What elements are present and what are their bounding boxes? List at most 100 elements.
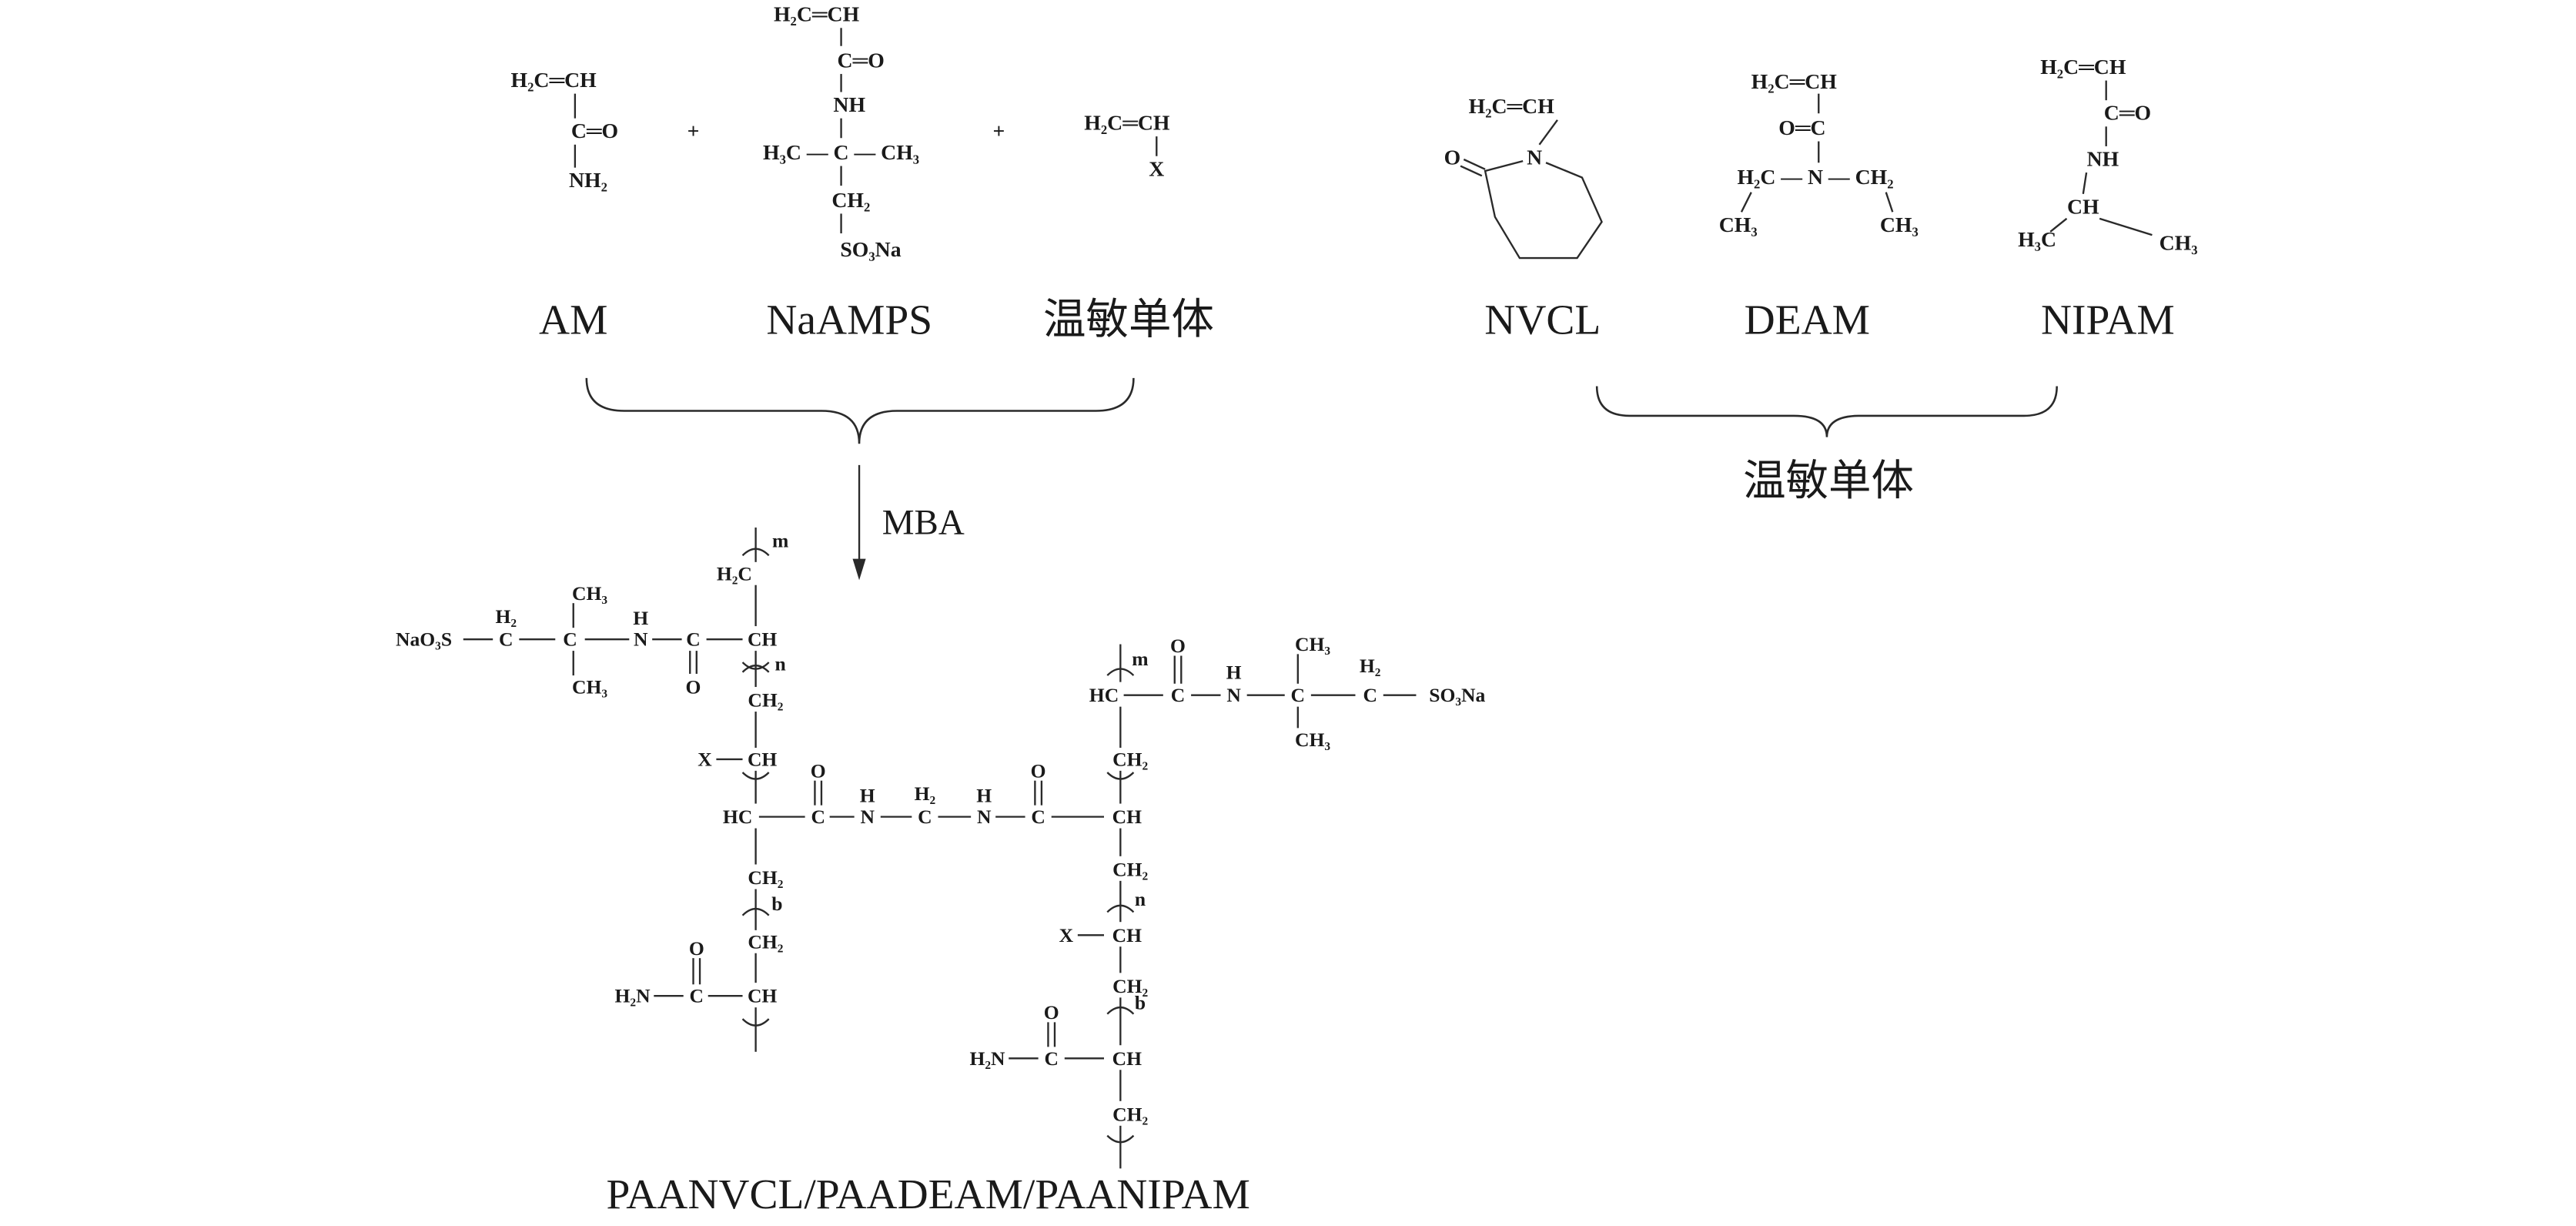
atom-label: CH: [748, 748, 777, 770]
atom-label: H: [1226, 661, 1242, 683]
atom-label: C: [1363, 684, 1377, 706]
atom-label: H₂C: [717, 562, 752, 585]
atom-label: C: [690, 985, 704, 1007]
naamps-sulfonate: SO₃Na: [840, 238, 901, 262]
bracket-icon: [1106, 904, 1135, 913]
monomer-nvcl: H₂C═CH N O: [1444, 95, 1603, 260]
label-nipam: NIPAM: [2041, 297, 2175, 344]
atom-label: N: [634, 628, 648, 651]
atom-label: C: [686, 628, 700, 651]
deam-methyl-left: CH₃: [1719, 213, 1758, 237]
atom-label: C: [1291, 684, 1305, 706]
bracket-icon: [741, 662, 770, 670]
atom-label: O: [811, 759, 826, 782]
naamps-quaternary: H₃C — C — CH₃: [763, 141, 919, 165]
nipam-carbonyl: C═O: [2104, 102, 2151, 126]
nipam-methyl-left: H₃C: [2018, 228, 2056, 252]
thermo-substituent: X: [1149, 157, 1164, 181]
monomer-nipam: H₂C═CH C═O NH CH H₃C CH₃: [2018, 55, 2197, 255]
deam-vinyl: H₂C═CH: [1751, 70, 1838, 94]
naamps-carbonyl: C═O: [838, 49, 885, 72]
thermo-vinyl: H₂C═CH: [1084, 112, 1170, 136]
atom-label: C: [563, 628, 577, 651]
bracket-icon: [1106, 772, 1135, 780]
atom-label: H₂: [495, 605, 517, 628]
plus-sign: +: [687, 119, 700, 143]
atom-label: H₂: [1360, 655, 1381, 677]
monomer-naamps: H₂C═CH C═O NH H₃C — C — CH₃ CH₂ SO₃Na: [763, 3, 919, 262]
bracket-icon: [741, 1018, 770, 1027]
nipam-methyl-right: CH₃: [2159, 231, 2198, 255]
deam-amine: H₂C — N — CH₂: [1737, 166, 1893, 189]
deam-methyl-right: CH₃: [1880, 213, 1919, 237]
atom-label: CH: [1112, 806, 1142, 828]
atom-label: CH: [748, 985, 777, 1007]
atom-label: HC: [1089, 684, 1119, 706]
bracket-icon: [1106, 1134, 1135, 1144]
atom-label: CH₃: [572, 676, 607, 698]
monomer-deam: H₂C═CH O═C H₂C — N — CH₂ CH₃ CH₃: [1719, 70, 1919, 237]
atom-label: O: [1170, 635, 1186, 657]
atom-label: H₂N: [615, 985, 651, 1007]
nipam-methine: CH: [2067, 195, 2099, 219]
atom-label: CH₂: [748, 930, 783, 953]
am-vinyl: H₂C═CH: [511, 69, 597, 92]
atom-label: O: [1031, 759, 1046, 782]
atom-label: O: [686, 676, 701, 698]
atom-label: N: [860, 806, 875, 828]
bracket-icon: [741, 548, 770, 557]
repeat-index-n: n: [774, 653, 785, 675]
label-thermo-monomer: 温敏单体: [1043, 297, 1214, 344]
arrow-head-icon: [852, 558, 866, 581]
nvcl-oxygen: O: [1444, 146, 1461, 169]
bracket-icon: [1106, 668, 1135, 676]
label-deam: DEAM: [1745, 297, 1870, 344]
nipam-amide: NH: [2087, 148, 2119, 172]
atom-label: O: [689, 937, 704, 960]
right-brace: [1595, 386, 2058, 437]
atom-label: CH: [1112, 924, 1142, 946]
atom-label: CH₂: [1112, 858, 1148, 880]
repeat-index-m: m: [1132, 648, 1148, 670]
nipam-vinyl: H₂C═CH: [2040, 55, 2126, 79]
atom-label: C: [1044, 1047, 1058, 1070]
crosslinker-label: MBA: [882, 503, 965, 543]
polymer-structure: m H₂C NaO₃S H₂ C CH₃ C CH₃ H N C O CH n …: [396, 530, 1486, 1126]
bracket-icon: [741, 907, 770, 916]
atom-label: H: [633, 607, 648, 629]
atom-label: C: [918, 806, 932, 828]
bracket-icon: [741, 772, 770, 780]
atom-label: C: [1171, 684, 1185, 706]
atom-label: CH₂: [748, 689, 783, 712]
polymer-bonds: [463, 528, 1417, 1169]
atom-label: CH₂: [1112, 748, 1148, 770]
label-am: AM: [539, 297, 607, 344]
label-naamps: NaAMPS: [766, 297, 932, 344]
atom-label: CH₂: [1112, 1103, 1148, 1125]
repeat-index-b: b: [1135, 991, 1146, 1013]
left-brace: [585, 377, 1135, 444]
polymer-brackets: [741, 548, 1135, 1144]
atom-label: H: [860, 784, 875, 806]
thermo-group-label: 温敏单体: [1743, 458, 1914, 505]
atom-label: CH₂: [748, 866, 783, 889]
naamps-vinyl: H₂C═CH: [774, 3, 860, 27]
atom-label: NaO₃S: [396, 628, 452, 651]
atom-label: SO₃Na: [1429, 684, 1485, 706]
naamps-amide: NH: [833, 93, 865, 117]
bracket-icon: [1106, 1007, 1135, 1015]
atom-label: C: [1031, 806, 1045, 828]
atom-label: CH₃: [1295, 729, 1330, 751]
repeat-index-b: b: [771, 893, 782, 915]
nvcl-nitrogen: N: [1527, 146, 1542, 169]
repeat-index-n: n: [1135, 888, 1146, 910]
am-amine: NH₂: [569, 169, 607, 193]
atom-label: X: [1059, 924, 1074, 946]
repeat-index-m: m: [772, 530, 788, 552]
atom-label: H₂N: [969, 1047, 1005, 1070]
atom-label: X: [698, 748, 712, 770]
naamps-methylene: CH₂: [831, 189, 870, 213]
atom-label: C: [811, 806, 825, 828]
atom-label: CH₂: [1112, 975, 1148, 997]
